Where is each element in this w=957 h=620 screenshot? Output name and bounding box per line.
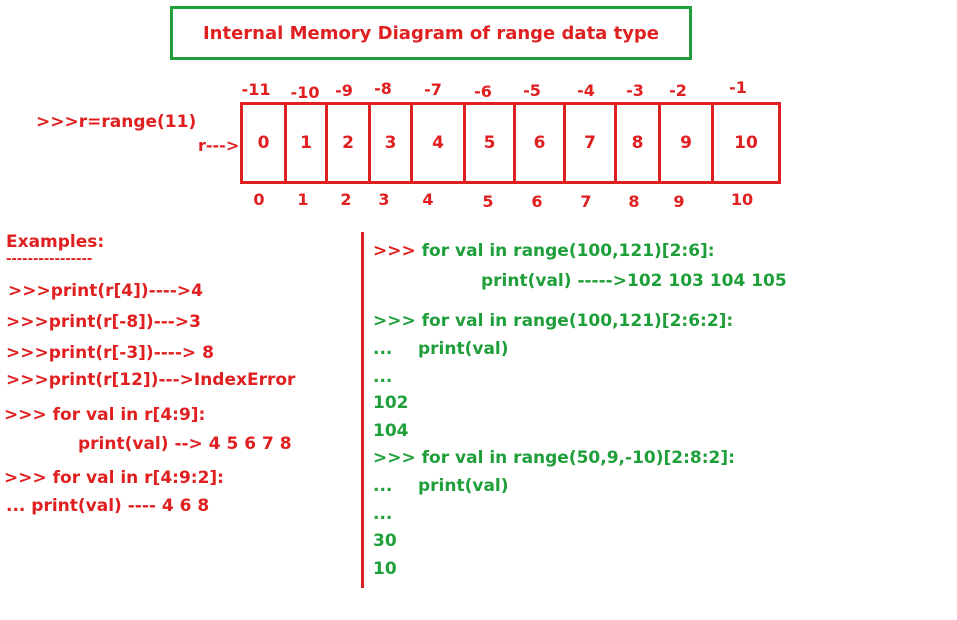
positive-index: 9 <box>673 192 685 211</box>
range-assignment-code: >>>r=range(11) <box>36 112 197 132</box>
array-cell: 4 <box>413 105 466 181</box>
positive-index: 4 <box>422 190 434 209</box>
code-line: >>> for val in range(100,121)[2:6:2]: <box>373 311 733 331</box>
code-text: print(val) <box>418 476 509 496</box>
code-line: >>> for val in range(50,9,-10)[2:8:2]: <box>373 448 735 468</box>
range-memory-array: 0 1 2 3 4 5 6 7 8 9 10 <box>240 102 781 184</box>
diagram-title: Internal Memory Diagram of range data ty… <box>170 6 692 60</box>
prompt: >>> <box>373 448 422 468</box>
continuation-dots: ... <box>373 339 393 359</box>
positive-index: 2 <box>340 190 352 209</box>
reference-arrow-label: r---> <box>198 136 240 155</box>
array-cell: 3 <box>371 105 413 181</box>
positive-index: 8 <box>628 192 640 211</box>
positive-index: 3 <box>378 190 390 209</box>
code-text: print(val) -----> <box>481 271 627 291</box>
array-cell: 7 <box>566 105 617 181</box>
code-text: for val in range(50,9,-10)[2:8:2]: <box>421 448 735 468</box>
array-cell: 6 <box>516 105 566 181</box>
array-cell: 2 <box>328 105 371 181</box>
array-cell: 5 <box>466 105 516 181</box>
examples-underline: ---------------- <box>6 252 93 267</box>
negative-index: -8 <box>374 79 392 98</box>
array-cell: 10 <box>734 133 758 153</box>
output-text: 10 <box>373 559 397 579</box>
continuation-dots: ... <box>373 367 393 387</box>
continuation-dots: ... <box>373 504 393 524</box>
negative-index: -9 <box>335 81 353 100</box>
negative-index: -10 <box>290 83 320 102</box>
negative-index: -4 <box>577 81 595 100</box>
array-cell: 9 <box>661 105 714 181</box>
negative-index: -3 <box>626 81 644 100</box>
array-cell: 0 <box>243 105 287 181</box>
prompt: >>> <box>373 241 422 261</box>
code-text: for val in range(100,121)[2:6]: <box>421 241 715 261</box>
example-line: >>>print(r[12])--->IndexError <box>6 370 296 390</box>
negative-index: -1 <box>729 78 747 97</box>
continuation-dots: ... <box>373 476 393 496</box>
positive-index: 1 <box>297 190 309 209</box>
example-line: ... print(val) ---- 4 6 8 <box>6 496 210 516</box>
code-text: for val in range(100,121)[2:6:2]: <box>421 311 734 331</box>
example-line: >>> for val in r[4:9]: <box>4 405 206 425</box>
code-line: print(val) ----->102 103 104 105 <box>481 271 787 291</box>
examples-heading: Examples: <box>6 232 105 252</box>
positive-index: 7 <box>580 192 592 211</box>
negative-index: -7 <box>424 80 442 99</box>
example-line: >>>print(r[-3])----> 8 <box>6 343 214 363</box>
negative-index: -2 <box>669 81 687 100</box>
code-line: >>> for val in range(100,121)[2:6]: <box>373 241 715 261</box>
positive-index: 10 <box>730 190 754 209</box>
positive-index: 5 <box>482 192 494 211</box>
output-text: 30 <box>373 531 397 551</box>
array-cell: 8 <box>617 105 661 181</box>
positive-index: 6 <box>531 192 543 211</box>
prompt: >>> <box>373 311 422 331</box>
output-text: 102 <box>373 393 409 413</box>
negative-index: -6 <box>474 82 492 101</box>
example-line: >>> for val in r[4:9:2]: <box>4 468 224 488</box>
negative-index: -11 <box>241 80 271 99</box>
positive-index: 0 <box>253 190 265 209</box>
output-text: 104 <box>373 421 409 441</box>
example-line: print(val) --> 4 5 6 7 8 <box>78 434 292 454</box>
column-divider <box>361 232 364 588</box>
array-cell: 1 <box>287 105 328 181</box>
negative-index: -5 <box>523 81 541 100</box>
output-text: 102 103 104 105 <box>626 271 787 291</box>
example-line: >>>print(r[-8])--->3 <box>6 312 201 332</box>
example-line: >>>print(r[4])---->4 <box>8 281 203 301</box>
code-text: print(val) <box>418 339 509 359</box>
